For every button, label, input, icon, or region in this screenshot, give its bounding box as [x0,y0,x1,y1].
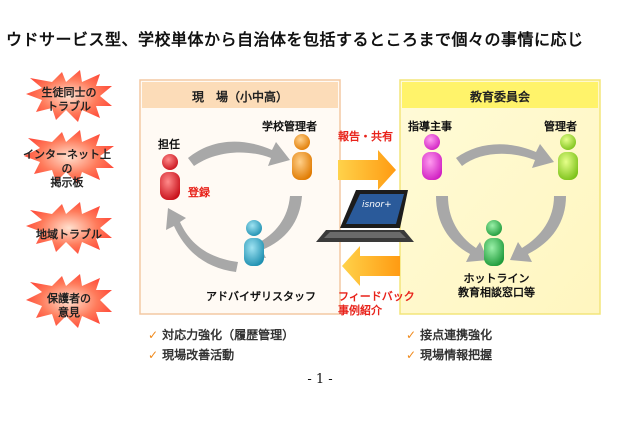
person-homeroom-icon [160,154,180,200]
person-advisor-icon [244,220,264,266]
board-check-item: ✓接点連携強化 [406,328,493,342]
report-share-label: 報告・共有 [338,130,393,143]
person-board-admin-icon [558,134,578,180]
person-school-admin-icon [292,134,312,180]
field-check-item: ✓対応力強化（履歴管理） [148,328,295,342]
school-admin-label: 学校管理者 [262,120,317,133]
board-admin-label: 管理者 [544,120,577,133]
laptop-brand-label: isnor+ [362,200,392,210]
field-panel-title: 現 場（小中高） [191,90,288,104]
issue-label-local-trouble: 地域トラブル [36,228,102,241]
hotline-label: ホットライン 教育相談窓口等 [458,272,535,299]
board-check-item: ✓現場情報把握 [406,348,493,362]
board-panel-bg [399,79,601,315]
supervisor-label: 指導主事 [408,120,452,133]
page-title: ウドサービス型、学校単体から自治体を包括するところまで個々の事情に応じ [6,30,584,49]
board-cycle-arrows [436,144,566,262]
homeroom-label: 担任 [158,138,180,151]
issue-label-parent-opinion: 保護者の 意見 [47,292,91,319]
laptop-icon [316,190,414,242]
advisor-label: アドバイザリスタッフ [206,290,316,303]
field-check-item: ✓現場改善活動 [148,348,235,362]
check-icon: ✓ [406,348,417,362]
check-icon: ✓ [148,328,159,342]
person-supervisor-icon [422,134,442,180]
feedback-label: フィードバック 事例紹介 [338,290,415,317]
burst-shapes [24,70,114,328]
issue-label-student-trouble: 生徒同士の トラブル [41,86,97,113]
register-label: 登録 [188,186,210,199]
feedback-arrow [342,246,400,286]
field-cycle-arrows [166,141,302,272]
page-number: - 1 - [307,372,333,387]
person-hotline-icon [484,220,504,266]
report-arrow [338,150,396,190]
board-panel-title: 教育委員会 [469,90,530,104]
issue-label-online-board: インターネット上の 掲示板 [23,148,111,189]
check-icon: ✓ [406,328,417,342]
check-icon: ✓ [148,348,159,362]
